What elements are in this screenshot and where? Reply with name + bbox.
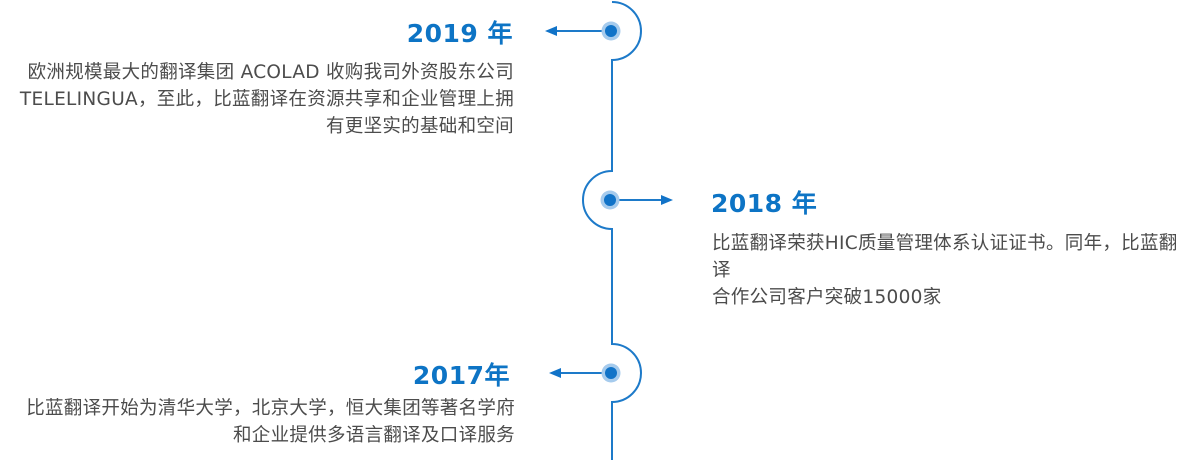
node-dot [604,194,616,206]
year-label-2017: 2017年 [412,361,510,390]
arrow-left-icon [545,26,557,36]
year-label-2019: 2019 年 [406,19,513,48]
milestone-node-2017 [549,363,621,383]
milestone-description-2018: 比蓝翻译荣获HIC质量管理体系认证证书。同年，比蓝翻译 合作公司客户突破1500… [712,233,1178,308]
arrow-left-icon [549,368,561,378]
milestone-description-2019: 欧洲规模最大的翻译集团 ACOLAD 收购我司外资股东公司 TELELINGUA… [19,62,514,137]
milestone-description-2017: 比蓝翻译开始为清华大学，北京大学，恒大集团等著名学府 和企业提供多语言翻译及口译… [26,398,515,446]
arrow-right-icon [661,195,673,205]
milestone-node-2018 [600,190,673,210]
milestone-node-2019 [545,21,621,41]
node-dot [605,367,617,379]
node-dot [605,25,617,37]
year-label-2018: 2018 年 [711,189,818,218]
timeline-line [582,1,642,460]
